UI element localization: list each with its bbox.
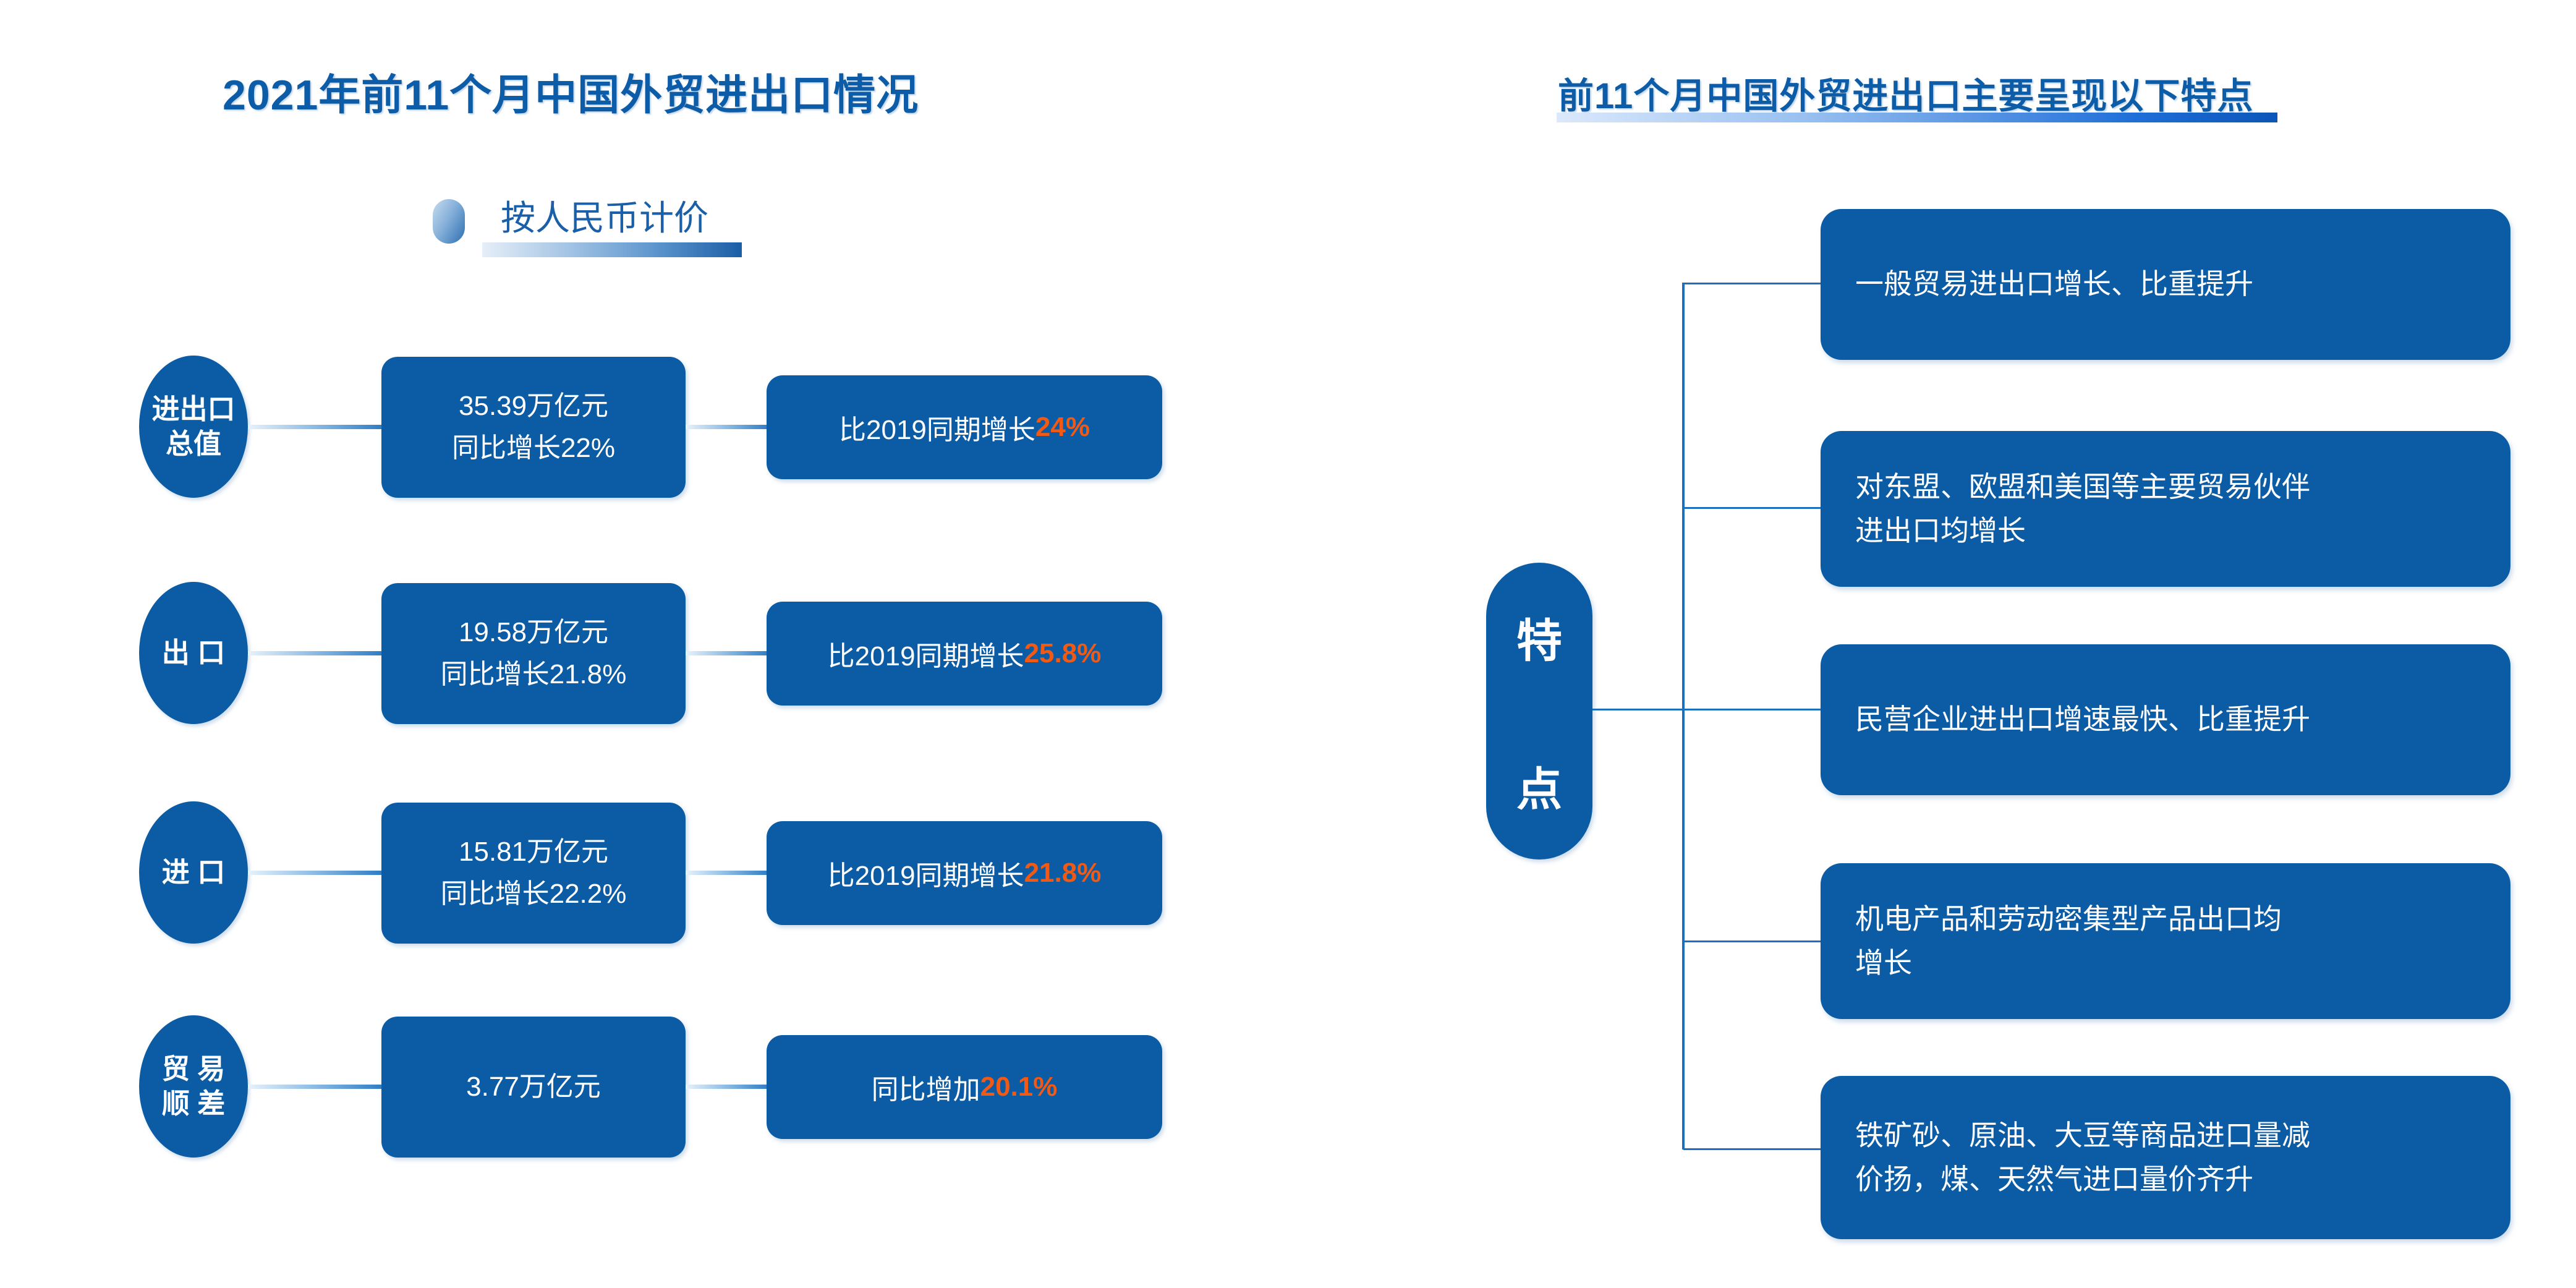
tree-spine-line <box>1682 283 1685 1149</box>
feature-line: 一般贸易进出口增长、比重提升 <box>1855 268 2253 301</box>
row-value-line: 15.81万亿元 <box>458 836 609 867</box>
feature-box[interactable]: 民营企业进出口增速最快、比重提升 <box>1821 644 2510 795</box>
connector-line <box>248 651 383 655</box>
feature-box[interactable]: 铁矿砂、原油、大豆等商品进口量减 价扬，煤、天然气进口量价齐升 <box>1821 1076 2510 1239</box>
compare-prefix: 比2019同期增长 <box>827 641 1024 672</box>
row-value-box[interactable]: 3.77万亿元 <box>381 1017 686 1158</box>
feature-line: 进出口均增长 <box>1855 514 2026 547</box>
connector-line <box>686 425 769 429</box>
compare-percent: 20.1% <box>980 1072 1058 1102</box>
branch-line <box>1683 940 1821 942</box>
row-label-line: 进 口 <box>161 856 226 888</box>
row-value-line: 同比增长22% <box>451 433 616 463</box>
hub-char: 特 <box>1516 615 1562 667</box>
row-label-line: 出 口 <box>161 636 226 668</box>
row-label-line: 进出口 <box>151 393 236 425</box>
row-value-box[interactable]: 15.81万亿元 同比增长22.2% <box>381 803 686 944</box>
branch-line <box>1683 709 1821 710</box>
branch-line <box>1683 1148 1821 1150</box>
compare-percent: 25.8% <box>1024 638 1102 668</box>
connector-line <box>248 425 383 429</box>
row-label-oval[interactable]: 进 口 <box>139 801 248 944</box>
connector-line <box>686 1085 769 1089</box>
branch-line <box>1683 283 1821 284</box>
feature-line: 铁矿砂、原油、大豆等商品进口量减 <box>1855 1119 2310 1151</box>
branch-line <box>1683 507 1821 509</box>
subtitle-underline <box>482 242 742 257</box>
row-value-line: 3.77万亿元 <box>466 1071 601 1102</box>
row-label-oval[interactable]: 出 口 <box>139 582 248 724</box>
compare-percent: 21.8% <box>1024 858 1102 888</box>
row-value-box[interactable]: 19.58万亿元 同比增长21.8% <box>381 583 686 724</box>
connector-line <box>686 871 769 875</box>
feature-box[interactable]: 一般贸易进出口增长、比重提升 <box>1821 209 2510 360</box>
hub-char: 点 <box>1516 763 1562 815</box>
row-value-box[interactable]: 35.39万亿元 同比增长22% <box>381 357 686 498</box>
row-label-line: 总值 <box>165 428 221 459</box>
hub-connector-line <box>1592 709 1683 710</box>
row-value-line: 同比增长22.2% <box>440 879 627 909</box>
left-panel-title: 2021年前11个月中国外贸进出口情况 <box>223 72 919 119</box>
subtitle-marker-icon <box>433 199 465 244</box>
feature-box[interactable]: 机电产品和劳动密集型产品出口均 增长 <box>1821 863 2510 1019</box>
feature-line: 对东盟、欧盟和美国等主要贸易伙伴 <box>1855 470 2310 503</box>
compare-prefix: 比2019同期增长 <box>839 415 1035 445</box>
compare-prefix: 同比增加 <box>871 1075 980 1105</box>
compare-prefix: 比2019同期增长 <box>827 861 1024 891</box>
row-value-line: 35.39万亿元 <box>458 390 609 421</box>
feature-box[interactable]: 对东盟、欧盟和美国等主要贸易伙伴 进出口均增长 <box>1821 431 2510 587</box>
compare-percent: 24% <box>1035 412 1090 442</box>
right-title-underline <box>1557 113 2277 122</box>
row-value-line: 同比增长21.8% <box>440 659 627 689</box>
connector-line <box>248 871 383 875</box>
feature-line: 价扬，煤、天然气进口量价齐升 <box>1855 1163 2253 1195</box>
row-label-oval[interactable]: 进出口 总值 <box>139 356 248 498</box>
feature-line: 增长 <box>1855 947 1912 979</box>
subtitle-group: 按人民币计价 <box>433 186 865 266</box>
feature-line: 机电产品和劳动密集型产品出口均 <box>1855 902 2282 935</box>
connector-line <box>248 1085 383 1089</box>
connector-line <box>686 651 769 655</box>
subtitle-label: 按人民币计价 <box>501 198 708 237</box>
row-label-oval[interactable]: 贸 易 顺 差 <box>139 1015 248 1158</box>
row-value-line: 19.58万亿元 <box>458 616 609 647</box>
row-label-line: 顺 差 <box>161 1088 226 1119</box>
feature-line: 民营企业进出口增速最快、比重提升 <box>1855 703 2310 736</box>
right-panel-title: 前11个月中国外贸进出口主要呈现以下特点 <box>1558 76 2254 116</box>
features-hub[interactable]: 特 点 <box>1486 563 1592 859</box>
row-label-line: 贸 易 <box>161 1052 226 1085</box>
